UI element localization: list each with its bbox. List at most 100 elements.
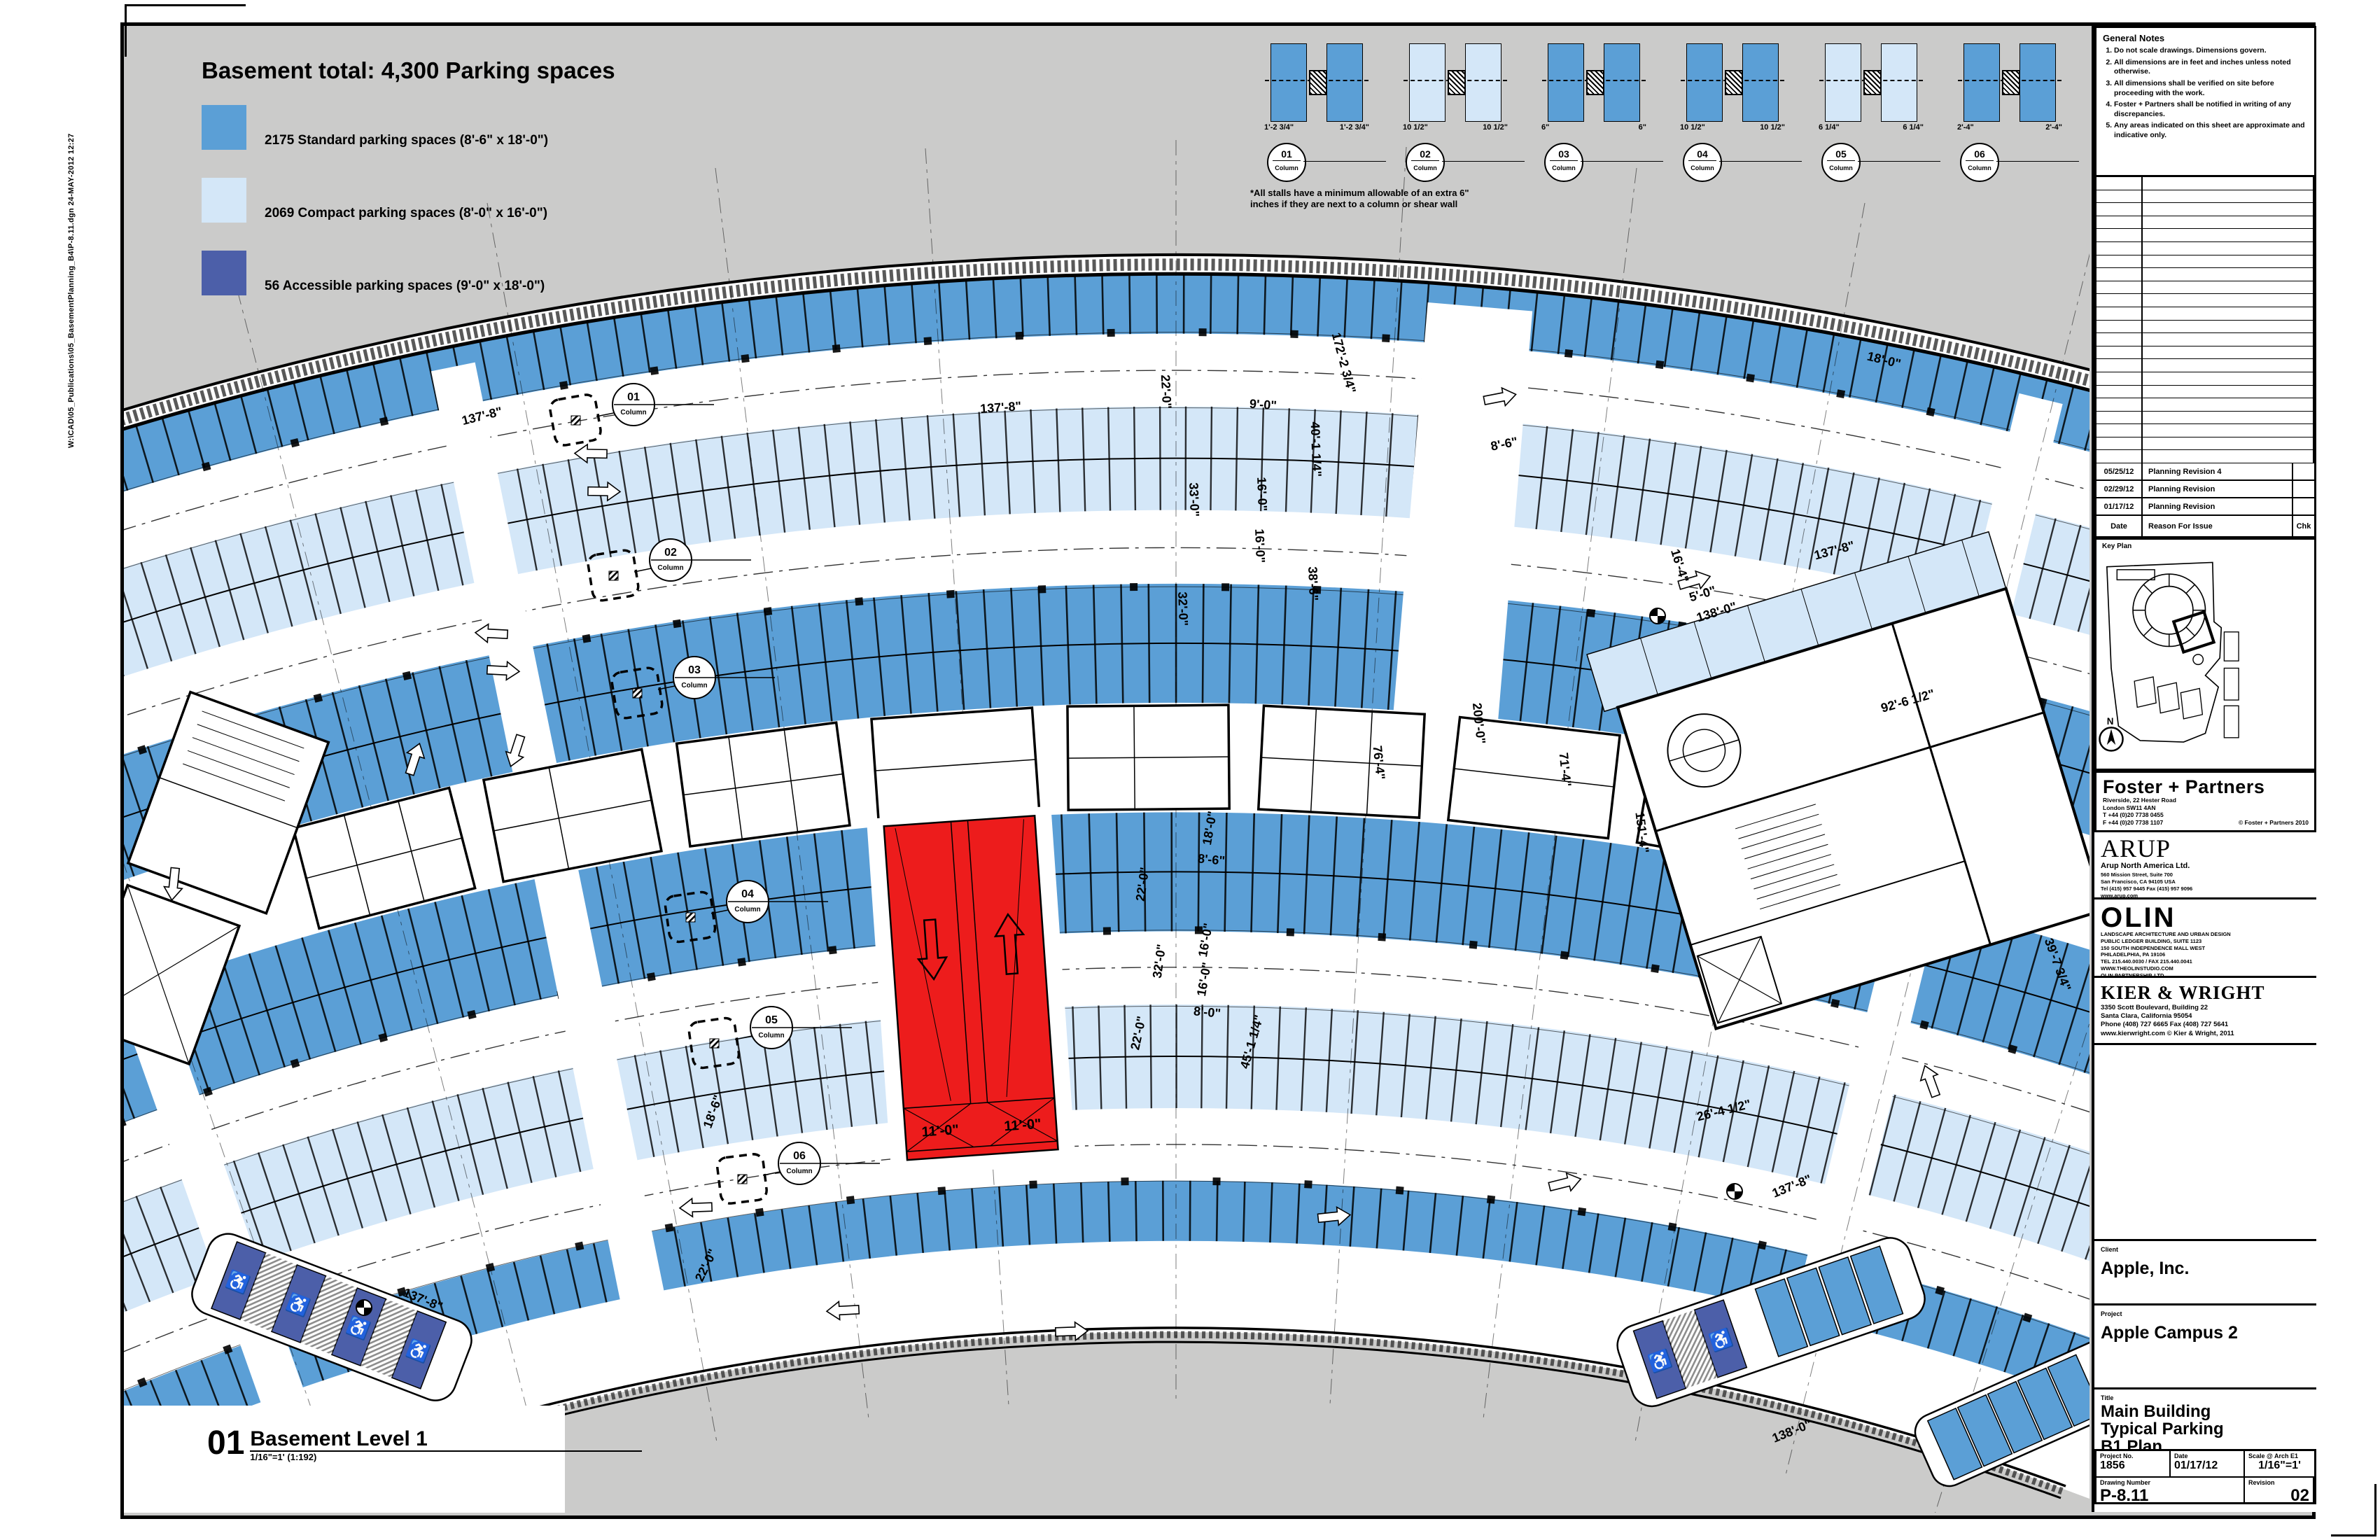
accessible-parking-island-right: ♿ ♿ — [1616, 1237, 1926, 1408]
title-block: General Notes Do not scale drawings. Dim… — [2092, 26, 2316, 1512]
view-name: Basement Level 1 — [250, 1428, 643, 1452]
drawing-title-line: Main Building — [2101, 1402, 2211, 1421]
trim-mark-top-left — [125, 4, 246, 57]
trim-mark-bottom-right — [2331, 1484, 2376, 1536]
accessible-swatch — [202, 251, 246, 295]
project-no-field: Project No. 1856 — [2096, 1451, 2171, 1478]
svg-text:Column: Column — [620, 409, 646, 416]
drawing-title-line: Typical Parking — [2101, 1420, 2224, 1439]
firm-arup: ARUP Arup North America Ltd. 560 Mission… — [2094, 832, 2316, 899]
drawing-number-field: Drawing Number P-8.11 — [2096, 1478, 2245, 1502]
key-plan-highlight — [2171, 610, 2216, 654]
ramp-highlight: 11'-0" 11'-0" — [866, 806, 1076, 1172]
project-name: Apple Campus 2 — [2101, 1323, 2238, 1343]
stall-note: *All stalls have a minimum allowable of … — [1250, 188, 1469, 210]
dimension-label: 9'-0" — [1249, 397, 1277, 413]
ramp-lane-dim: 11'-0" — [921, 1122, 960, 1140]
column-hatch-icon — [2002, 70, 2020, 95]
dimension-label: 32'-0" — [1175, 592, 1191, 626]
view-number: 01 — [207, 1424, 245, 1462]
date-field: Date 01/17/12 — [2171, 1451, 2245, 1478]
dimension-label: 137'-8" — [980, 399, 1022, 416]
dimension-label: 16'-0" — [1252, 528, 1268, 564]
svg-text:06: 06 — [793, 1150, 806, 1162]
column-hatch-icon — [1863, 70, 1882, 95]
key-plan-map: N — [2099, 561, 2239, 752]
key-plan: Key Plan N — [2094, 540, 2316, 771]
dimension-label: 8'-6" — [1197, 851, 1225, 867]
svg-text:05: 05 — [765, 1014, 778, 1026]
view-scale: 1/16"=1' (1:192) — [250, 1451, 317, 1462]
olin-logo: OLIN — [2101, 902, 2176, 933]
legend-item-compact: 2069 Compact parking spaces (8'-0" x 16'… — [202, 178, 692, 223]
svg-text:Column: Column — [657, 564, 683, 572]
svg-text:03: 03 — [688, 664, 701, 676]
dimension-label: 8'-0" — [1193, 1004, 1221, 1020]
compact-swatch — [202, 178, 246, 223]
standard-swatch — [202, 105, 246, 150]
foster-partners-logo: Foster + Partners — [2103, 776, 2265, 797]
ramp-direction-arrows — [916, 913, 1026, 981]
column-hatch-icon — [1586, 70, 1604, 95]
general-notes: General Notes Do not scale drawings. Dim… — [2094, 26, 2316, 177]
dimension-label: 16'-0" — [1254, 477, 1270, 512]
dimension-label: 138'-0" — [1770, 1417, 1814, 1446]
dimension-label: 33'-0" — [1186, 482, 1202, 517]
client-name: Apple, Inc. — [2101, 1259, 2190, 1278]
drawing-title-box: Title Main Building Typical Parking B1 P… — [2094, 1390, 2316, 1451]
title-block-fields: Project No. 1856 Date 01/17/12 Scale @ A… — [2094, 1451, 2316, 1504]
annex-building — [1586, 531, 2090, 1031]
svg-text:02: 02 — [664, 547, 677, 559]
svg-text:Column: Column — [681, 682, 707, 690]
datum-symbols — [356, 608, 1743, 1316]
legend-title: Basement total: 4,300 Parking spaces — [202, 57, 615, 83]
revision-field: Revision 02 — [2245, 1478, 2314, 1502]
dimension-label: 40'-1 1/4" — [1308, 421, 1324, 477]
view-title-strip — [124, 1406, 565, 1513]
svg-text:Column: Column — [734, 906, 760, 913]
ramp-lane-dim: 11'-0" — [1004, 1116, 1042, 1135]
parking-island-right-2 — [1914, 1331, 2090, 1488]
view-title: 01 Basement Level 1 1/16"=1' (1:192) — [207, 1424, 643, 1462]
firm-kier-wright: KIER & WRIGHT 3350 Scott Boulevard, Buil… — [2094, 978, 2316, 1045]
svg-text:N: N — [2107, 716, 2114, 727]
firm-foster-partners: Foster + Partners Riverside, 22 Hester R… — [2094, 771, 2316, 832]
north-arrow-icon: N — [2099, 716, 2124, 752]
column-hatch-icon — [1725, 70, 1743, 95]
notes-heading: General Notes — [2103, 33, 2165, 43]
left-cores — [124, 690, 330, 1066]
key-plan-label: Key Plan — [2102, 542, 2132, 550]
kier-wright-logo: KIER & WRIGHT — [2101, 982, 2265, 1003]
svg-text:04: 04 — [741, 888, 754, 900]
svg-text:Column: Column — [786, 1168, 812, 1175]
legend-item-accessible: 56 Accessible parking spaces (9'-0" x 18… — [202, 251, 692, 295]
dimension-label: 22'-0" — [1158, 374, 1175, 410]
column-hatch-icon — [1448, 70, 1466, 95]
drawing-title-line: B1 Plan — [2101, 1437, 2163, 1451]
column-hatch-icon — [1309, 70, 1327, 95]
legend-item-standard: 2175 Standard parking spaces (8'-6" x 18… — [202, 105, 692, 150]
svg-text:Column: Column — [758, 1032, 784, 1040]
firm-olin: OLIN LANDSCAPE ARCHITECTURE AND URBAN DE… — [2094, 899, 2316, 978]
